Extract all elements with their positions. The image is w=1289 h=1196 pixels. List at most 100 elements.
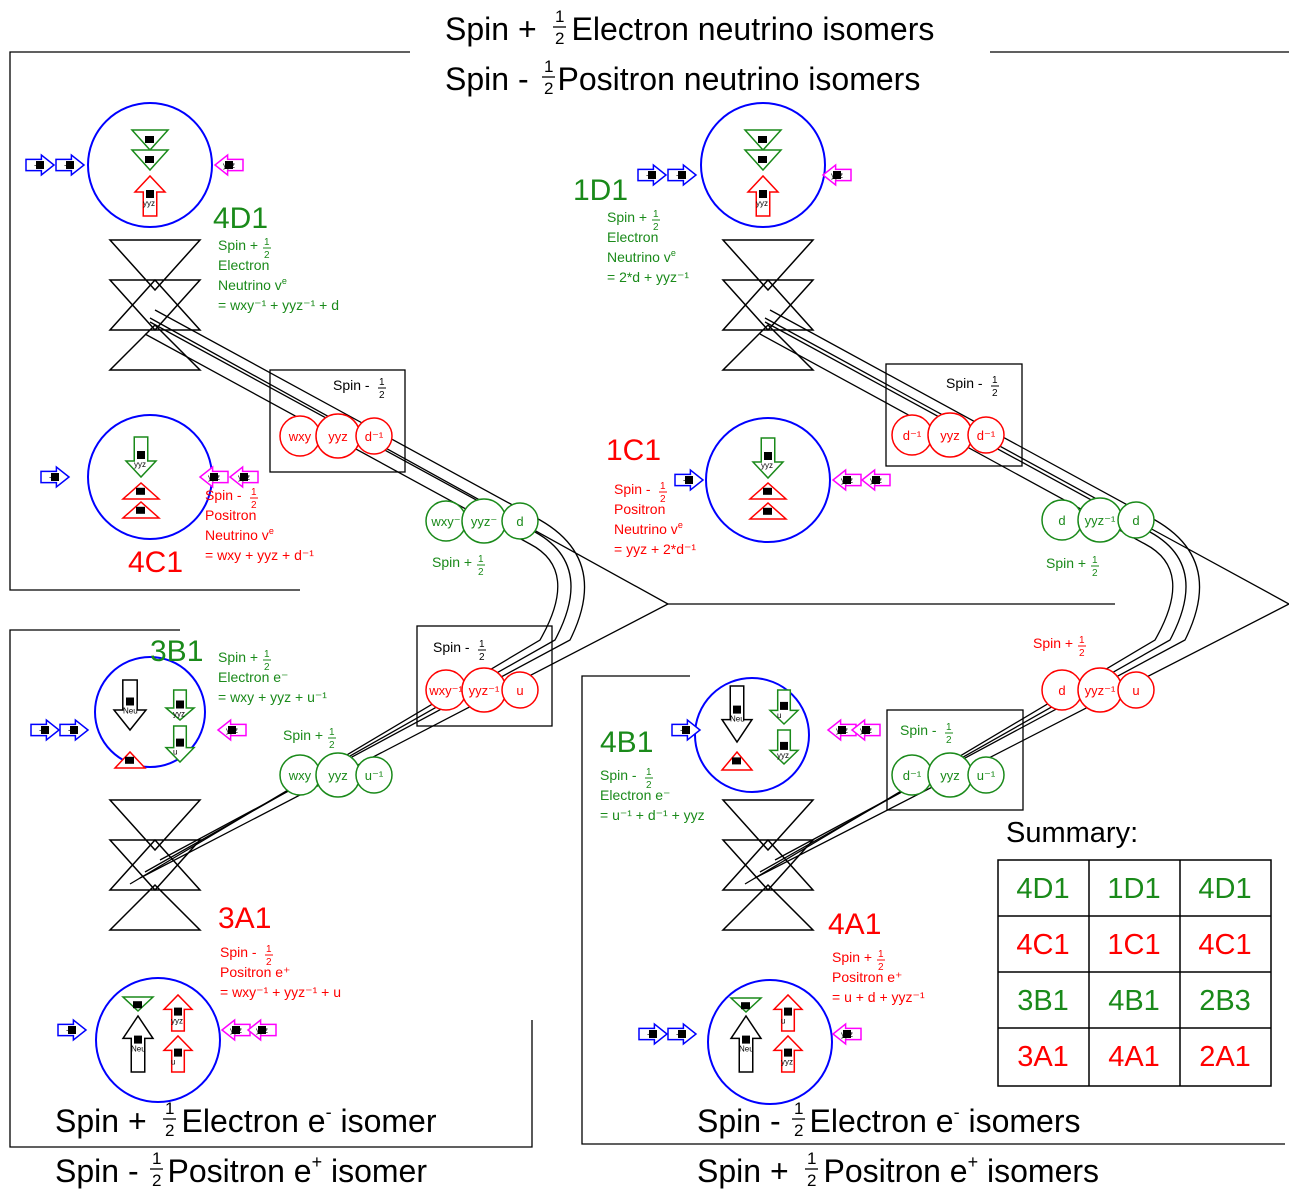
- quark-circle: d: [501, 502, 539, 540]
- svg-text:1: 1: [544, 57, 553, 76]
- arrow-quark-icon: u: [162, 1034, 194, 1073]
- particle-formula: = 2*d + yyz⁻¹: [607, 269, 689, 285]
- svg-text:d⁻¹: d⁻¹: [977, 428, 996, 443]
- group-spin: Spin +: [432, 554, 472, 570]
- svg-text:yyz: yyz: [328, 768, 348, 783]
- particle-formula: = wxy⁻¹ + yyz⁻¹ + u: [220, 984, 341, 1000]
- frame-lines: [9, 51, 1289, 1148]
- svg-text:yyz: yyz: [761, 461, 773, 470]
- triangle-quark-icon: [748, 501, 788, 520]
- quark-circle: d⁻¹: [355, 417, 393, 455]
- particle-code: 3B1: [150, 635, 203, 668]
- svg-text:yyz: yyz: [208, 473, 220, 482]
- particle-subtype: Neutrino ve: [218, 276, 287, 293]
- svg-text:2: 2: [266, 957, 272, 968]
- svg-text:yyz: yyz: [836, 726, 848, 735]
- blue-arrow-icon: +: [674, 468, 705, 492]
- svg-text:wxy⁻¹: wxy⁻¹: [428, 683, 463, 698]
- svg-text:2: 2: [152, 1171, 161, 1190]
- quark-circle: wxy: [279, 754, 321, 796]
- summary-cell: 4C1: [1016, 929, 1069, 961]
- magenta-arrow-icon: yyz: [216, 718, 247, 742]
- svg-text:yyz: yyz: [841, 1030, 853, 1039]
- svg-text:+: +: [676, 171, 681, 180]
- heading-bottom-left-electron: Spin + Electron e- isomer 1 2: [55, 1099, 437, 1140]
- particle-code: 3A1: [218, 902, 271, 935]
- summary-cell: 4C1: [1198, 929, 1251, 961]
- svg-text:1: 1: [379, 377, 385, 388]
- particle-type: Electron: [607, 229, 658, 245]
- quark-circle: d⁻¹: [967, 416, 1005, 454]
- svg-text:2: 2: [946, 735, 952, 746]
- svg-text:yyz: yyz: [328, 429, 348, 444]
- svg-text:2: 2: [653, 222, 659, 233]
- summary-cell: 2B3: [1199, 985, 1251, 1017]
- summary-cell: 1C1: [1107, 929, 1160, 961]
- arrow-quark-icon: u: [164, 725, 196, 764]
- svg-text:yyz: yyz: [223, 161, 235, 170]
- hourglass-3B1-3A1: [109, 799, 201, 931]
- svg-text:u⁻¹: u⁻¹: [365, 768, 384, 783]
- triangle-quark-icon: [121, 481, 161, 500]
- svg-text:1: 1: [946, 722, 952, 733]
- quark-circle: u⁻¹: [355, 756, 393, 794]
- svg-text:1: 1: [478, 554, 484, 565]
- svg-text:+: +: [34, 161, 39, 170]
- svg-text:u: u: [173, 748, 177, 757]
- particle-formula: = yyz + 2*d⁻¹: [614, 541, 696, 557]
- svg-text:2: 2: [264, 250, 270, 261]
- svg-text:+: +: [676, 1030, 681, 1039]
- svg-text:1: 1: [329, 727, 335, 738]
- arrow-quark-icon: yyz: [133, 174, 167, 217]
- blue-arrow-icon: +: [30, 718, 61, 742]
- svg-text:1: 1: [479, 639, 485, 650]
- spin-label: Spin +: [832, 949, 872, 965]
- svg-text:+: +: [39, 726, 44, 735]
- decay-paths: [129, 309, 1289, 885]
- svg-text:+: +: [64, 161, 69, 170]
- svg-text:2: 2: [878, 962, 884, 973]
- triangle-quark-icon: [121, 500, 161, 519]
- particle-code: 1D1: [573, 174, 628, 207]
- svg-text:+: +: [646, 171, 651, 180]
- group-spin: Spin -: [333, 377, 370, 393]
- svg-text:2: 2: [264, 662, 270, 673]
- quark-circle: yyz⁻¹: [1077, 667, 1123, 713]
- blue-arrow-icon: +: [671, 718, 702, 742]
- svg-text:Spin - Positron neutrino isome: Spin - Positron neutrino isomers: [445, 61, 920, 97]
- quark-circle: u: [501, 671, 539, 709]
- svg-text:2: 2: [807, 1171, 816, 1190]
- triangle-quark-icon: [743, 129, 783, 152]
- particle-type: Positron: [614, 501, 665, 517]
- group-box-3: [885, 363, 1023, 467]
- svg-text:yyz: yyz: [143, 199, 155, 208]
- particle-type: Positron: [205, 507, 256, 523]
- svg-text:u: u: [171, 1058, 175, 1067]
- particle-type: Electron e⁻: [600, 787, 670, 803]
- svg-text:Neu: Neu: [123, 707, 138, 716]
- triangle-quark-icon: [743, 149, 783, 172]
- svg-text:Spin + Electron neutrino isome: Spin + Electron neutrino isomers: [445, 11, 934, 47]
- triangle-quark-icon: [729, 997, 763, 1014]
- blue-arrow-icon: +: [55, 153, 86, 177]
- svg-text:2: 2: [479, 652, 485, 663]
- magenta-arrow-icon: yyz: [821, 163, 852, 187]
- hourglass-4D1-4C1: [109, 239, 201, 371]
- svg-text:u: u: [1132, 683, 1139, 698]
- group-box-1: [269, 369, 406, 473]
- triangle-quark-icon: [113, 750, 147, 769]
- particle-formula: = u + d + yyz⁻¹: [832, 989, 925, 1005]
- svg-text:2: 2: [1092, 568, 1098, 579]
